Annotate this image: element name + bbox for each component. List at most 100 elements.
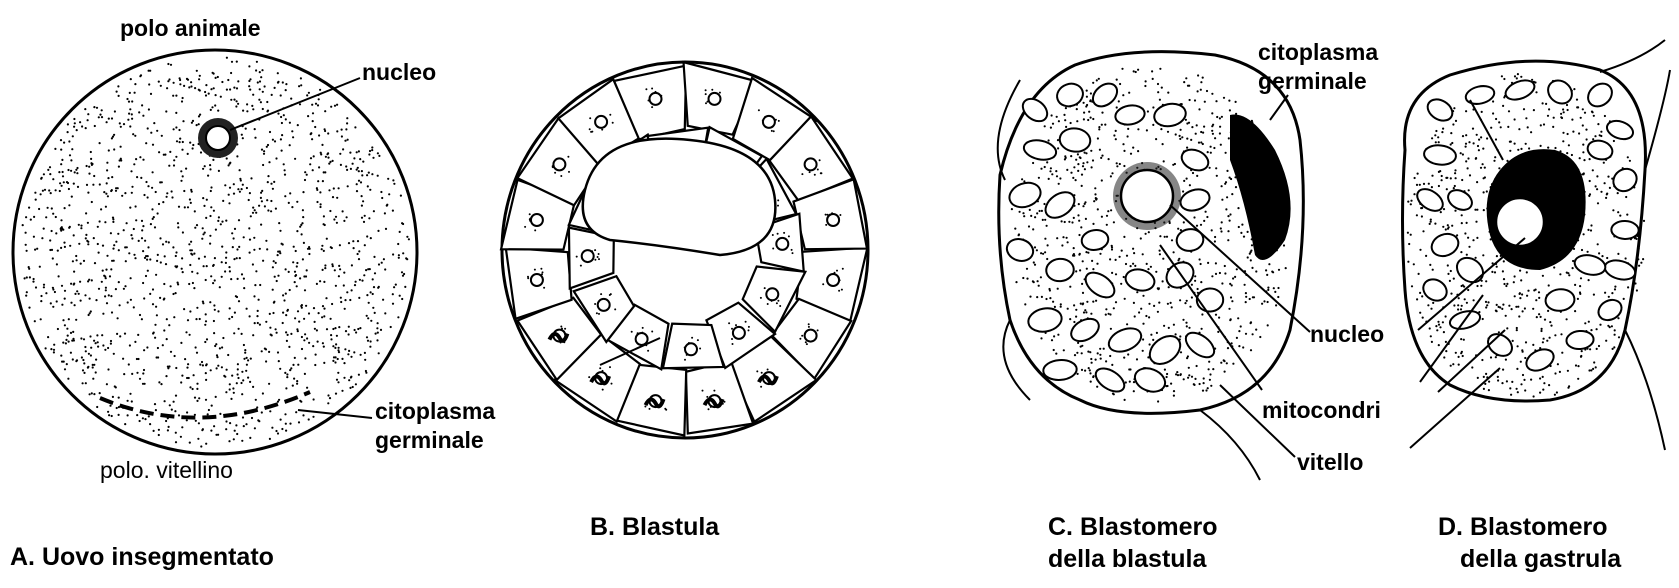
stipple-dot <box>142 417 144 419</box>
stipple-dot <box>1026 268 1028 270</box>
stipple-dot <box>400 195 402 197</box>
stipple-dot <box>324 224 326 226</box>
stipple-dot <box>346 291 348 293</box>
stipple-dot <box>1538 297 1540 299</box>
stipple-dot <box>1486 137 1488 139</box>
stipple-dot <box>1454 185 1456 187</box>
stipple-dot <box>1194 280 1196 282</box>
stipple-dot <box>1579 285 1581 287</box>
stipple-dot <box>68 318 70 320</box>
stipple-dot <box>116 333 118 335</box>
stipple-dot <box>246 308 248 310</box>
stipple-dot <box>43 173 45 175</box>
stipple-dot <box>166 338 168 340</box>
stipple-dot <box>135 158 137 160</box>
stipple-dot <box>1468 246 1470 248</box>
stipple-dot <box>1011 208 1013 210</box>
stipple-dot <box>1467 167 1469 169</box>
stipple-dot <box>1566 152 1568 154</box>
stipple-dot <box>1126 323 1128 325</box>
stipple-dot <box>398 254 400 256</box>
stipple-dot <box>1101 155 1103 157</box>
stipple-dot <box>226 369 228 371</box>
stipple-dot <box>210 88 212 90</box>
stipple-dot <box>1211 93 1213 95</box>
stipple-dot <box>80 337 82 339</box>
stipple-dot <box>1525 143 1527 145</box>
stipple-dot <box>1204 101 1206 103</box>
stipple-dot <box>1173 390 1175 392</box>
stipple-dot <box>1073 217 1075 219</box>
stipple-dot <box>1482 318 1484 320</box>
stipple-dot <box>147 255 149 257</box>
stipple-dot <box>291 206 293 208</box>
stipple-dot <box>261 350 263 352</box>
stipple-dot <box>1224 371 1226 373</box>
stipple-dot <box>110 232 112 234</box>
stipple-dot <box>1243 236 1245 238</box>
stipple-dot <box>313 398 315 400</box>
stipple-dot <box>142 250 144 252</box>
blastomere-stipple <box>791 249 793 251</box>
stipple-dot <box>104 221 106 223</box>
stipple-dot <box>323 346 325 348</box>
stipple-dot <box>1274 291 1276 293</box>
stipple-dot <box>1149 343 1151 345</box>
stipple-dot <box>164 400 166 402</box>
stipple-dot <box>1519 293 1521 295</box>
stipple-dot <box>1597 123 1599 125</box>
stipple-dot <box>190 81 192 83</box>
stipple-dot <box>240 382 242 384</box>
stipple-dot <box>1487 301 1489 303</box>
stipple-dot <box>1096 263 1098 265</box>
stipple-dot <box>327 132 329 134</box>
stipple-dot <box>255 270 257 272</box>
stipple-dot <box>1445 350 1447 352</box>
blastomere-nucleus <box>763 116 775 128</box>
stipple-dot <box>201 361 203 363</box>
blastomere-stipple <box>610 293 612 295</box>
stipple-dot <box>128 113 130 115</box>
stipple-dot <box>28 268 30 270</box>
stipple-dot <box>171 190 173 192</box>
stipple-dot <box>1152 106 1154 108</box>
stipple-dot <box>273 181 275 183</box>
stipple-dot <box>252 94 254 96</box>
stipple-dot <box>1584 322 1586 324</box>
stipple-dot <box>47 336 49 338</box>
stipple-dot <box>348 333 350 335</box>
stipple-dot <box>317 104 319 106</box>
stipple-dot <box>1465 134 1467 136</box>
stipple-dot <box>298 85 300 87</box>
stipple-dot <box>42 190 44 192</box>
stipple-dot <box>277 72 279 74</box>
stipple-dot <box>250 177 252 179</box>
stipple-dot <box>314 328 316 330</box>
stipple-dot <box>1533 109 1535 111</box>
stipple-dot <box>1482 254 1484 256</box>
stipple-dot <box>184 206 186 208</box>
stipple-dot <box>1603 162 1605 164</box>
stipple-dot <box>1180 129 1182 131</box>
stipple-dot <box>1250 251 1252 253</box>
stipple-dot <box>333 187 335 189</box>
stipple-dot <box>1040 252 1042 254</box>
stipple-dot <box>202 168 204 170</box>
stipple-dot <box>95 359 97 361</box>
stipple-dot <box>270 210 272 212</box>
blastomere-stipple <box>842 268 844 270</box>
stipple-dot <box>1577 106 1579 108</box>
stipple-dot <box>354 329 356 331</box>
stipple-dot <box>1429 327 1431 329</box>
stipple-dot <box>288 271 290 273</box>
stipple-dot <box>285 430 287 432</box>
stipple-dot <box>1579 157 1581 159</box>
stipple-dot <box>1516 77 1518 79</box>
stipple-dot <box>139 156 141 158</box>
stipple-dot <box>173 316 175 318</box>
stipple-dot <box>189 442 191 444</box>
stipple-dot <box>1436 329 1438 331</box>
stipple-dot <box>1051 339 1053 341</box>
stipple-dot <box>118 397 120 399</box>
stipple-dot <box>1078 254 1080 256</box>
